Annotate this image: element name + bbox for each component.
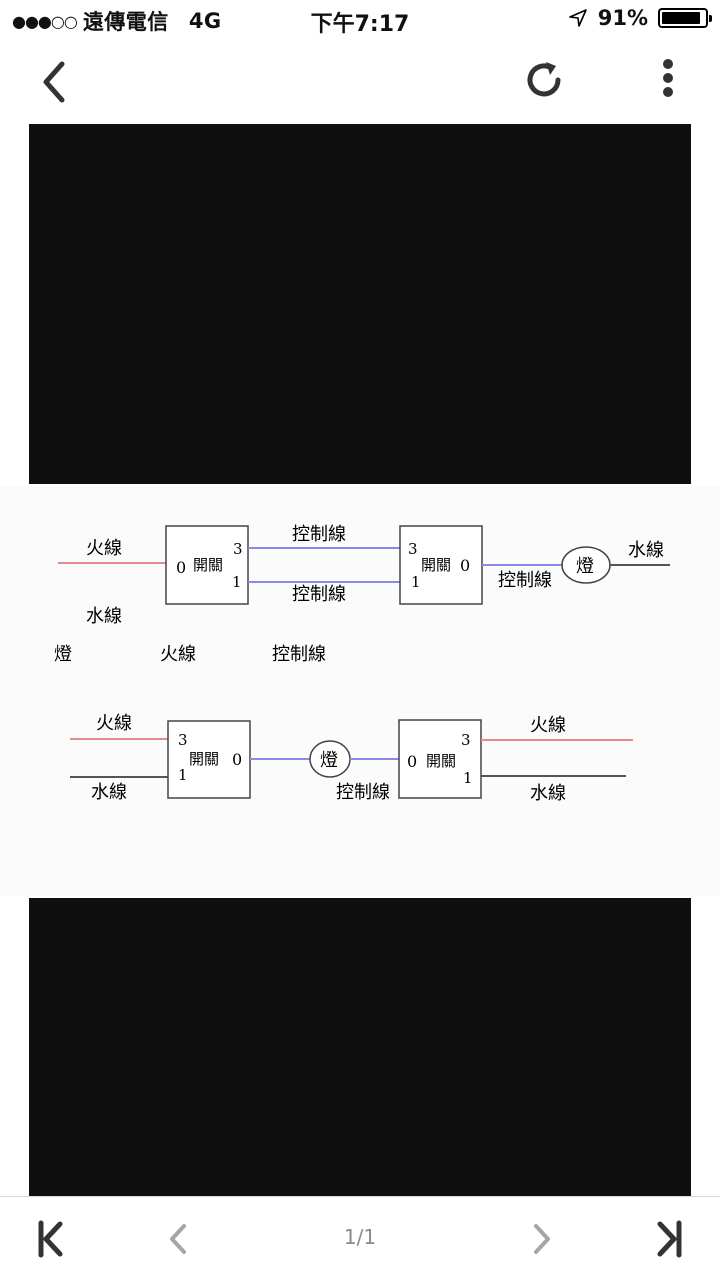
legend-live: 火線: [160, 644, 196, 665]
chevron-left-icon: [43, 61, 65, 103]
document-viewer[interactable]: 火線 0 開關 3 1 控制線 控制線 3 開關 0 1 控制線 燈 水線 水線…: [0, 124, 720, 1196]
dark-image-top: [29, 124, 691, 484]
dark-image-bottom: [29, 898, 691, 1196]
chevron-left-icon: [170, 1224, 186, 1254]
reload-button[interactable]: [520, 56, 568, 104]
live-wire-left-label: 火線: [96, 713, 132, 734]
switch-box-3: [167, 720, 251, 799]
navigation-bar: [0, 40, 720, 125]
battery-icon: [658, 8, 712, 28]
switch-2-label: 開關: [421, 556, 451, 574]
switch-4-terminal-3: 3: [461, 731, 471, 749]
switch-4-terminal-1: 1: [463, 769, 473, 787]
signal-strength-icon: ●●●○○: [12, 11, 78, 31]
wiring-diagram: 火線 0 開關 3 1 控制線 控制線 3 開關 0 1 控制線 燈 水線 水線…: [54, 524, 670, 804]
control-wire-top-label: 控制線: [292, 524, 346, 545]
lamp-1-label: 燈: [576, 556, 594, 577]
switch-box-1: [165, 525, 249, 605]
control-wire-label-2: 控制線: [336, 782, 390, 803]
page-toolbar: 1/1: [0, 1196, 720, 1281]
live-wire-right-label: 火線: [530, 715, 566, 736]
switch-2-terminal-1: 1: [411, 573, 421, 591]
switch-3-terminal-3: 3: [178, 731, 188, 749]
legend-control: 控制線: [272, 644, 326, 665]
status-time: 下午7:17: [310, 12, 410, 37]
last-page-button[interactable]: [656, 1217, 684, 1261]
switch-4-terminal-0: 0: [407, 752, 417, 771]
switch-1-terminal-3: 3: [233, 540, 243, 558]
reload-icon: [527, 62, 561, 97]
control-wire-bottom-label: 控制線: [292, 584, 346, 605]
switch-3-terminal-0: 0: [232, 750, 242, 769]
location-arrow-icon: [568, 9, 587, 27]
switch-3-terminal-1: 1: [178, 766, 188, 784]
first-page-icon: [38, 1220, 63, 1258]
neutral-wire-left-label: 水線: [91, 782, 127, 803]
live-wire-label: 火線: [86, 538, 122, 559]
switch-1-terminal-0: 0: [176, 558, 186, 577]
first-page-button[interactable]: [36, 1217, 64, 1261]
switch-3-label: 開關: [189, 750, 219, 768]
switch-box-4: [398, 719, 482, 799]
neutral-wire-label: 水線: [628, 540, 664, 561]
more-vertical-icon: [663, 59, 673, 97]
lamp-2-label: 燈: [320, 750, 338, 771]
switch-4-label: 開關: [426, 752, 456, 770]
page-indicator: 1/1: [343, 1225, 377, 1249]
lamp-control-wire-label: 控制線: [498, 570, 552, 591]
switch-2-terminal-3: 3: [408, 540, 418, 558]
switch-1-label: 開關: [193, 556, 223, 574]
status-bar: ●●●○○ 遠傳電信 4G 下午7:17 91%: [0, 0, 720, 40]
battery-level: [662, 12, 700, 24]
switch-1-terminal-1: 1: [232, 573, 242, 591]
status-right: 91%: [568, 6, 712, 30]
network-type: 4G: [188, 9, 222, 33]
previous-page-button[interactable]: [164, 1217, 192, 1261]
next-page-button[interactable]: [528, 1217, 556, 1261]
more-menu-button[interactable]: [656, 58, 680, 102]
chevron-right-icon: [534, 1224, 550, 1254]
battery-percent: 91%: [597, 6, 648, 30]
carrier-name: 遠傳電信: [82, 10, 169, 34]
back-button[interactable]: [34, 58, 74, 106]
wiring-diagram-image: 火線 0 開關 3 1 控制線 控制線 3 開關 0 1 控制線 燈 水線 水線…: [0, 486, 720, 896]
switch-2-terminal-0: 0: [460, 556, 470, 575]
status-left: ●●●○○ 遠傳電信 4G: [12, 6, 222, 36]
last-page-icon: [657, 1220, 682, 1258]
legend-lamp: 燈: [54, 644, 72, 665]
neutral-wire-right-label: 水線: [530, 783, 566, 804]
legend-neutral: 水線: [86, 606, 122, 627]
